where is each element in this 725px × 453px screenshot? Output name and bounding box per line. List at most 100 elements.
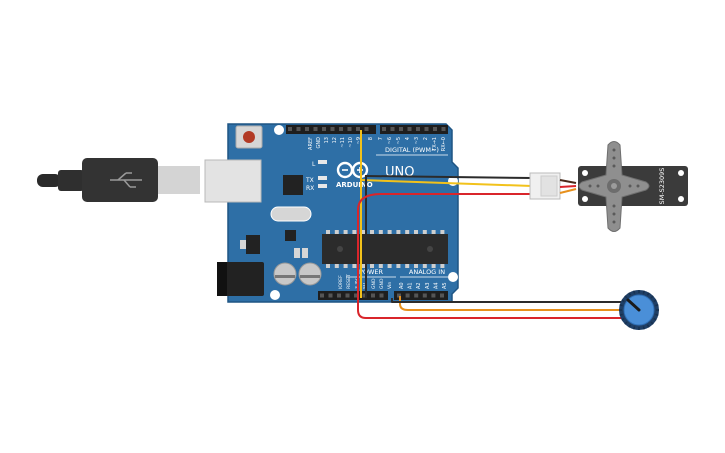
usb-plug-metal [158, 166, 200, 194]
digital-pin-hole[interactable] [330, 127, 335, 131]
power-pin-hole[interactable] [337, 293, 341, 298]
ic-pin [414, 264, 418, 268]
pot-ridge [633, 326, 636, 330]
brand-label: ARDUINO [336, 181, 373, 189]
digital-pin-label: 8 [368, 137, 374, 140]
potentiometer[interactable] [619, 290, 659, 330]
power-pin-hole[interactable] [345, 293, 350, 298]
power-pin-label: RESET [346, 274, 352, 289]
servo-horn-screw [611, 183, 617, 189]
analog-pin-hole[interactable] [414, 293, 419, 298]
digital-pin-hole[interactable] [364, 127, 369, 131]
smd-component [302, 248, 308, 258]
ic-pin [387, 230, 392, 234]
led-rx [318, 184, 327, 188]
ic-pin [422, 230, 427, 234]
ic-pin [387, 264, 392, 268]
servo-horn-hole [612, 148, 616, 152]
analog-pin-hole[interactable] [422, 293, 427, 298]
pot-ridge [621, 299, 625, 303]
pot-ridge [624, 321, 628, 325]
digital-pin-label: 12 [332, 137, 338, 143]
digital-pin-hole[interactable] [356, 127, 360, 131]
pot-ridge [621, 317, 625, 321]
analog-pin-label: A3 [425, 282, 431, 289]
digital-pin-hole[interactable] [288, 127, 292, 131]
power-pin-hole[interactable] [371, 293, 375, 298]
analog-pin-hole[interactable] [397, 293, 401, 298]
digital-pin-hole[interactable] [339, 127, 343, 131]
ic-pin [405, 264, 410, 268]
power-pin-hole[interactable] [328, 293, 333, 298]
digital-pin-label: RX←0 [441, 137, 447, 151]
power-pin-hole[interactable] [379, 293, 384, 298]
wire-black-to-servo[interactable] [365, 175, 533, 179]
ic-pin [343, 264, 348, 268]
analog-header [394, 291, 448, 300]
digital-pin-hole[interactable] [407, 127, 412, 131]
ic-pin [396, 230, 401, 234]
pot-ridge [628, 324, 632, 328]
analog-pin-label: A1 [408, 282, 414, 289]
servo-connector[interactable] [529, 172, 577, 200]
analog-pin-hole[interactable] [405, 293, 410, 298]
usb-cable[interactable] [37, 158, 200, 202]
ic-pin [422, 264, 427, 268]
ic-pin [405, 230, 410, 234]
analog-pin-hole[interactable] [431, 293, 436, 298]
digital-pin-hole[interactable] [347, 127, 352, 131]
led-l [318, 160, 327, 164]
power-pin-label: GND [371, 278, 377, 289]
reset-button-cap[interactable] [243, 131, 255, 143]
power-pin-hole[interactable] [362, 293, 367, 298]
digital-pin-hole[interactable] [441, 127, 446, 131]
pot-ridge [655, 304, 659, 307]
usb-symbol-icon [110, 172, 142, 188]
digital-pin-hole[interactable] [390, 127, 395, 131]
power-pin-label: IOREF [338, 275, 344, 289]
digital-pin-hole[interactable] [305, 127, 309, 131]
digital-pin-hole[interactable] [313, 127, 318, 131]
pot-ridge [642, 326, 645, 330]
digital-pin-label: 4 [405, 137, 411, 140]
wire-orange-a0-to-pot[interactable] [399, 296, 622, 311]
ic-pin [352, 230, 357, 234]
ic-pin [378, 230, 383, 234]
servo-motor[interactable]: SM-S2309S [578, 141, 688, 232]
digital-pin-hole[interactable] [433, 127, 437, 131]
digital-pin-hole[interactable] [382, 127, 386, 131]
ic-pin [326, 264, 330, 268]
digital-pin-hole[interactable] [322, 127, 326, 131]
usb-interface-chip [283, 175, 303, 195]
servo-horn-hole [636, 184, 640, 188]
digital-pin-hole[interactable] [399, 127, 403, 131]
power-pin-hole[interactable] [354, 293, 358, 298]
ic-pin [370, 264, 374, 268]
digital-pin-hole[interactable] [296, 127, 301, 131]
power-header-label: POWER [359, 268, 384, 276]
potentiometer-pointer [626, 298, 641, 312]
servo-horn-hole [612, 156, 616, 160]
power-pin-label: GND [379, 278, 385, 289]
digital-pin-hole[interactable] [424, 127, 429, 131]
potentiometer-ridges [619, 290, 659, 330]
digital-pin-hole[interactable] [416, 127, 420, 131]
led-rx-label: RX [306, 185, 314, 192]
analog-pin-hole[interactable] [440, 293, 444, 298]
servo-mount-hole [582, 196, 588, 202]
servo-horn-hole [612, 164, 616, 168]
digital-pin-label: 13 [324, 137, 330, 143]
wire-red-5v[interactable] [357, 193, 622, 319]
ic-pin [378, 264, 383, 268]
pot-ridge [653, 317, 657, 321]
wire-black-gnd-to-pot[interactable] [391, 298, 622, 303]
ic-pin [361, 230, 366, 234]
wire-yellow-to-servo[interactable] [360, 179, 533, 187]
capacitor-stripe [275, 275, 295, 278]
regulator-tab [240, 240, 246, 249]
analog-pin-label: A4 [433, 282, 439, 289]
digital-pin-label: 2 [423, 137, 429, 140]
power-pin-hole[interactable] [320, 293, 324, 298]
digital-pin-label: ~10 [348, 137, 354, 148]
